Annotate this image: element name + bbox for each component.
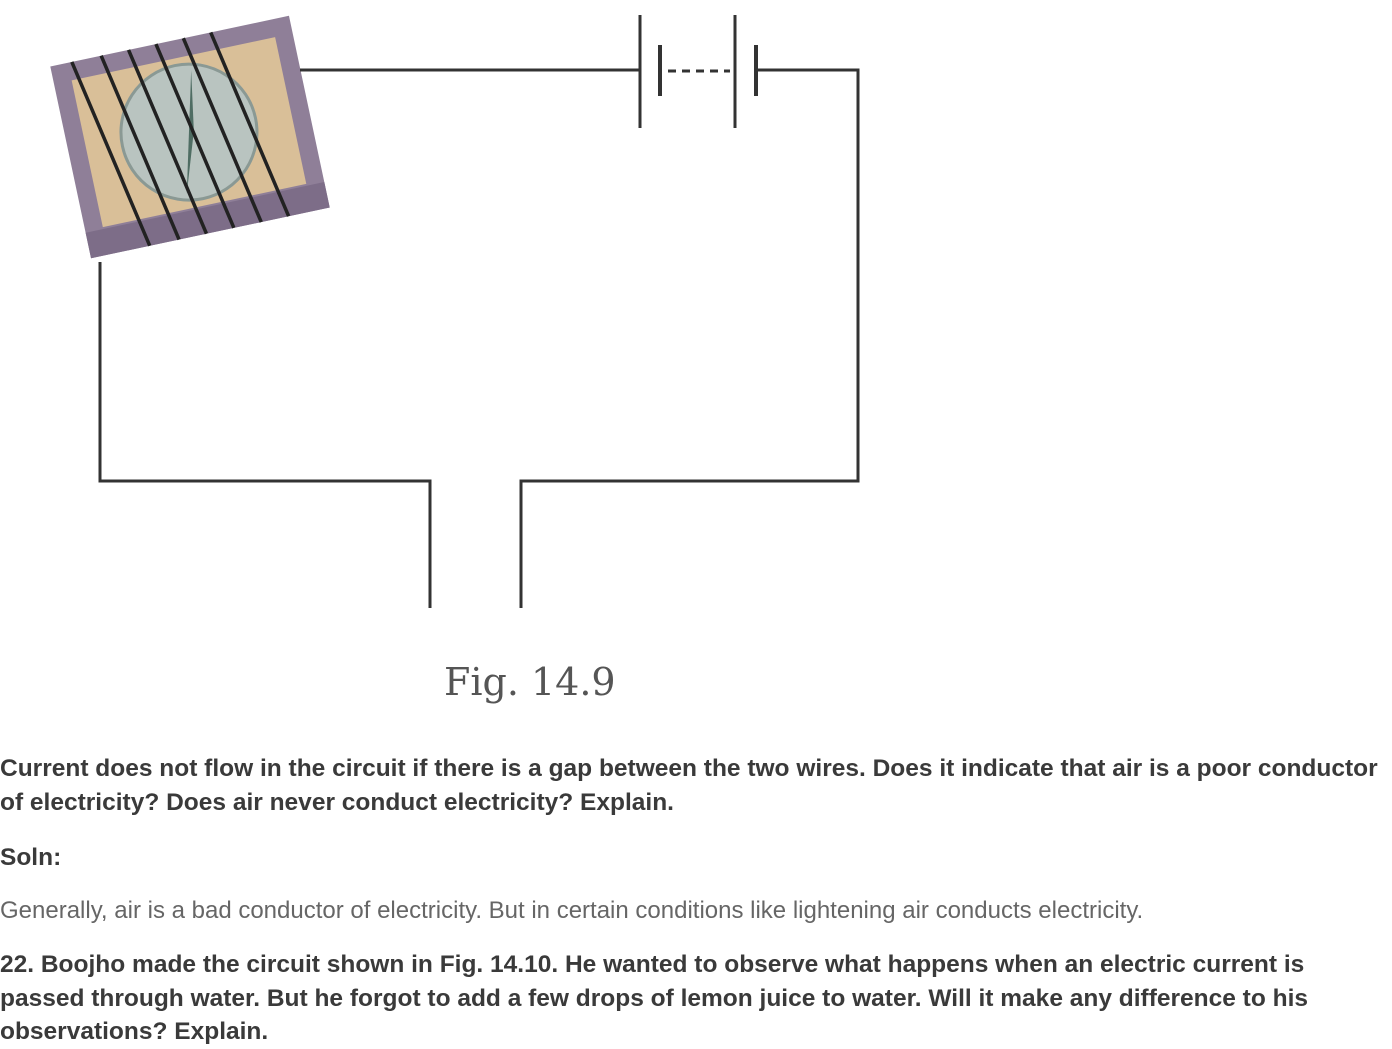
solution-label: Soln:: [0, 844, 62, 871]
question-text: Current does not flow in the circuit if …: [0, 755, 1378, 816]
compass-needle: [186, 70, 194, 194]
solution-text: Generally, air is a bad conductor of ele…: [0, 897, 1144, 924]
wires: [98, 68, 860, 608]
circuit-diagram: [50, 15, 860, 608]
compass-dial: [119, 62, 259, 202]
battery-symbol: [638, 15, 758, 128]
figure-caption: Fig. 14.9: [444, 660, 616, 704]
question-22-text: 22. Boojho made the circuit shown in Fig…: [0, 951, 1308, 1045]
compass-with-coil: [50, 15, 330, 259]
